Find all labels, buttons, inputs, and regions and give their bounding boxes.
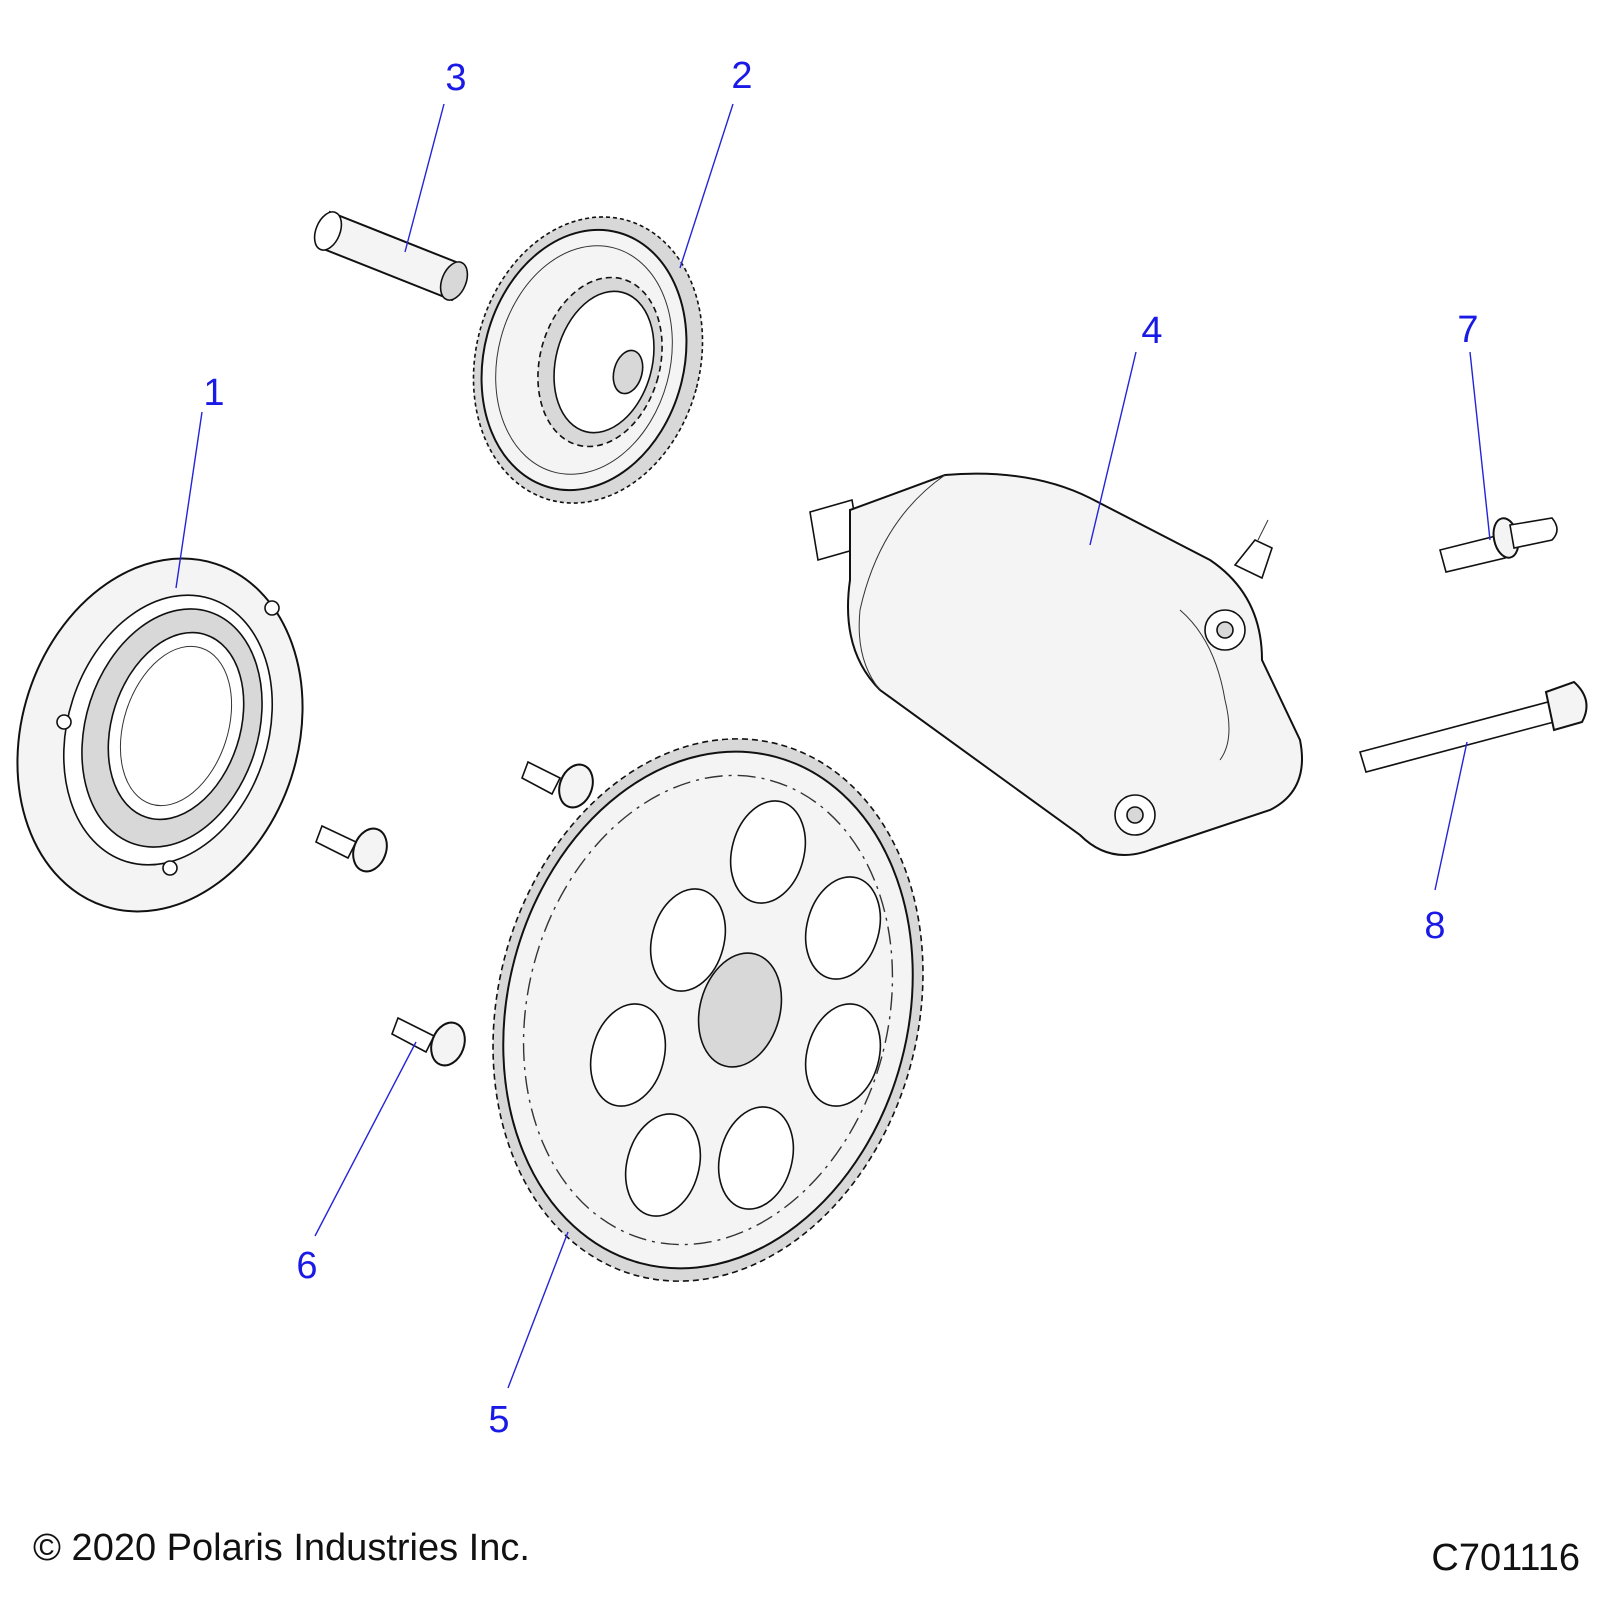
part-1-starter-clutch xyxy=(16,557,304,913)
callout-4: 4 xyxy=(1141,310,1162,352)
callout-7: 7 xyxy=(1457,309,1478,351)
leader-3 xyxy=(404,103,445,253)
leader-1 xyxy=(175,411,203,589)
part-2-idler-gear xyxy=(472,216,704,504)
part-3-idler-shaft xyxy=(313,210,469,302)
leader-lines xyxy=(175,103,1491,1389)
part-7-stud xyxy=(1439,517,1558,573)
copyright-notice: © 2020 Polaris Industries Inc. xyxy=(33,1527,530,1569)
cap-screw-middle xyxy=(314,824,388,873)
callout-3: 3 xyxy=(445,57,466,99)
part-8-mounting-bolt xyxy=(1358,680,1588,773)
leader-5 xyxy=(507,1231,569,1389)
leader-8 xyxy=(1434,741,1468,891)
callout-labels: 1 2 3 4 5 6 7 8 xyxy=(203,55,1478,1441)
part-6-cap-screws xyxy=(314,760,594,1067)
cap-screw-lower xyxy=(391,1016,466,1067)
callout-5: 5 xyxy=(488,1399,509,1441)
callout-1: 1 xyxy=(203,372,224,414)
part-5-starter-driven-gear xyxy=(492,738,924,1282)
cap-screw-upper xyxy=(521,760,594,809)
callout-6: 6 xyxy=(296,1245,317,1287)
leader-7 xyxy=(1469,351,1491,541)
part-4-starter-motor xyxy=(809,472,1303,856)
leader-2 xyxy=(679,103,734,269)
callout-2: 2 xyxy=(731,55,752,97)
callout-8: 8 xyxy=(1424,905,1445,947)
leader-4 xyxy=(1089,351,1137,546)
drawing-number: C701116 xyxy=(1431,1537,1580,1579)
leader-6 xyxy=(314,1041,417,1237)
